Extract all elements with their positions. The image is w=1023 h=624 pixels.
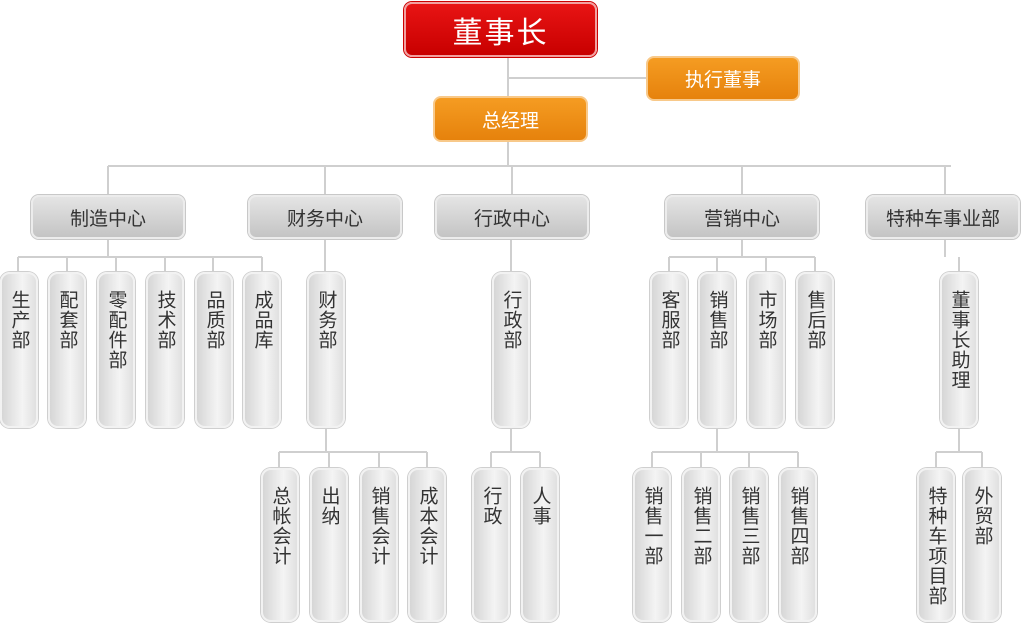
center-box-3-label: 行政中心 [473, 207, 550, 230]
general-manager-label: 总经理 [481, 109, 539, 132]
department-box[interactable]: 客服部 [650, 272, 688, 428]
department-box-label: 售后部 [804, 290, 827, 350]
executive-director-label: 执行董事 [684, 69, 761, 91]
department-box[interactable]: 成品库 [243, 272, 281, 428]
center-box-2-label: 财务中心 [286, 207, 363, 230]
sub-department-box[interactable]: 成本会计 [408, 468, 446, 622]
sub-department-box[interactable]: 外贸部 [963, 468, 1001, 622]
chairman-box[interactable]: 董事长 [404, 2, 597, 57]
center-box-1[interactable]: 制造中心 [31, 195, 185, 239]
sub-department-box-label: 销售三部 [738, 486, 761, 566]
department-box[interactable]: 董事长助理 [940, 272, 978, 428]
sub-department-box-label: 行政 [480, 486, 503, 526]
sub-department-box-label: 人事 [529, 486, 552, 526]
department-box[interactable]: 零配件部 [97, 272, 135, 428]
sub-department-box[interactable]: 出纳 [310, 468, 348, 622]
executive-director-box[interactable]: 执行董事 [646, 56, 800, 101]
department-box-label: 成品库 [251, 290, 274, 350]
chairman-label: 董事长 [452, 15, 549, 51]
center-box-5-label: 特种车事业部 [885, 207, 1000, 230]
department-box[interactable]: 市场部 [747, 272, 785, 428]
sub-department-box[interactable]: 销售一部 [633, 468, 671, 622]
sub-department-box-label: 成本会计 [416, 486, 439, 566]
department-box-label: 董事长助理 [948, 290, 971, 390]
department-box-label: 市场部 [755, 290, 778, 350]
center-box-4-label: 营销中心 [703, 207, 780, 230]
department-box[interactable]: 配套部 [48, 272, 86, 428]
department-box[interactable]: 技术部 [146, 272, 184, 428]
department-box[interactable]: 生产部 [0, 272, 38, 428]
sub-department-box-label: 外贸部 [971, 486, 994, 546]
general-manager-box[interactable]: 总经理 [433, 96, 588, 142]
center-box-4[interactable]: 营销中心 [665, 195, 819, 239]
sub-department-box[interactable]: 人事 [521, 468, 559, 622]
department-box-label: 品质部 [203, 290, 226, 350]
department-box-label: 销售部 [706, 290, 729, 350]
sub-department-box-label: 销售四部 [787, 486, 810, 566]
sub-department-box-label: 特种车项目部 [925, 486, 948, 606]
department-box-label: 客服部 [658, 290, 681, 350]
center-box-2[interactable]: 财务中心 [248, 195, 402, 239]
department-box[interactable]: 售后部 [796, 272, 834, 428]
department-box[interactable]: 销售部 [698, 272, 736, 428]
sub-department-box-label: 销售一部 [641, 486, 664, 566]
department-box[interactable]: 行政部 [492, 272, 530, 428]
sub-department-box-label: 出纳 [318, 486, 341, 526]
sub-department-box[interactable]: 销售二部 [682, 468, 720, 622]
department-box[interactable]: 品质部 [195, 272, 233, 428]
department-box[interactable]: 财务部 [307, 272, 345, 428]
sub-department-box[interactable]: 总帐会计 [261, 468, 299, 622]
sub-department-box[interactable]: 销售三部 [730, 468, 768, 622]
center-box-5[interactable]: 特种车事业部 [866, 195, 1020, 239]
department-box-label: 配套部 [56, 290, 79, 350]
department-box-label: 技术部 [154, 290, 177, 350]
sub-department-box-label: 销售会计 [368, 486, 391, 566]
center-box-1-label: 制造中心 [69, 207, 146, 230]
department-box-label: 生产部 [8, 290, 31, 350]
sub-department-box[interactable]: 特种车项目部 [917, 468, 955, 622]
sub-department-box-label: 销售二部 [690, 486, 713, 566]
department-box-label: 零配件部 [105, 290, 128, 370]
sub-department-box[interactable]: 销售会计 [360, 468, 398, 622]
sub-department-box-label: 总帐会计 [269, 486, 292, 566]
sub-department-box[interactable]: 行政 [472, 468, 510, 622]
center-box-3[interactable]: 行政中心 [435, 195, 589, 239]
sub-department-box[interactable]: 销售四部 [779, 468, 817, 622]
department-box-label: 行政部 [500, 290, 523, 350]
department-box-label: 财务部 [315, 290, 338, 350]
